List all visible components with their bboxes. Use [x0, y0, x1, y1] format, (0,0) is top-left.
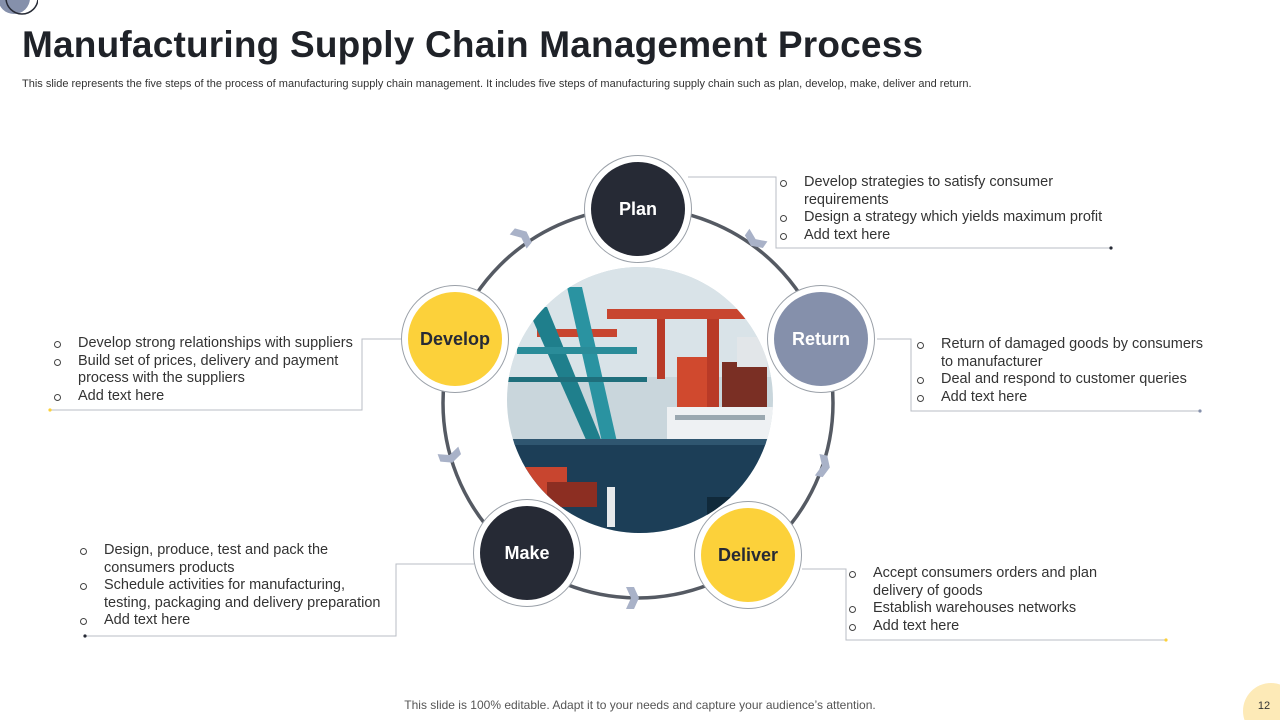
port-crane-image: [507, 267, 773, 533]
list-item: Accept consumers orders and plan deliver…: [847, 565, 1137, 600]
list-item: Add text here: [52, 388, 357, 406]
develop-node[interactable]: Develop: [408, 292, 502, 386]
arrow-plan-to-return-icon: [744, 228, 768, 248]
list-item: Schedule activities for manufacturing, t…: [78, 577, 393, 612]
corner-decoration: [0, 0, 38, 15]
plan-label: Plan: [618, 198, 657, 219]
arrow-develop-to-plan-icon: [509, 228, 532, 249]
list-item: Return of damaged goods by consumers to …: [915, 336, 1215, 371]
page-number: 12: [1257, 700, 1271, 712]
arrow-make-to-develop-icon: [437, 446, 462, 463]
make-connector: [85, 563, 474, 637]
direction-arrows: [437, 228, 830, 609]
return-details: Return of damaged goods by consumers to …: [915, 336, 1215, 406]
list-item: Deal and respond to customer queries: [915, 371, 1215, 389]
return-node[interactable]: Return: [774, 292, 868, 386]
deliver-details: Accept consumers orders and plan deliver…: [847, 565, 1137, 635]
plan-connector: [688, 176, 1111, 249]
arrow-return-to-deliver-icon: [814, 453, 830, 478]
list-item: Add text here: [915, 389, 1215, 407]
list-item: Design a strategy which yields maximum p…: [778, 209, 1118, 227]
develop-details: Develop strong relationships with suppli…: [52, 335, 357, 405]
develop-label: Develop: [419, 328, 491, 349]
plan-details: Develop strategies to satisfy consumer r…: [778, 174, 1118, 244]
make-label: Make: [504, 542, 550, 563]
list-item: Add text here: [847, 618, 1137, 636]
deliver-connector: [802, 568, 1166, 641]
return-label: Return: [792, 328, 850, 349]
list-item: Build set of prices, delivery and paymen…: [52, 353, 357, 388]
page-subtitle: This slide represents the five steps of …: [22, 78, 972, 90]
arrow-deliver-to-make-icon: [626, 587, 639, 609]
list-item: Add text here: [78, 612, 393, 630]
deliver-label: Deliver: [717, 544, 779, 565]
footer-note: This slide is 100% editable. Adapt it to…: [404, 698, 876, 712]
list-item: Establish warehouses networks: [847, 600, 1137, 618]
page-title: Manufacturing Supply Chain Management Pr…: [22, 24, 924, 65]
deliver-node[interactable]: Deliver: [701, 508, 795, 602]
return-connector: [877, 338, 1200, 412]
make-node[interactable]: Make: [480, 506, 574, 600]
connector-ends: [48, 246, 1202, 642]
plan-node[interactable]: Plan: [591, 162, 685, 256]
develop-connector: [50, 338, 405, 411]
make-details: Design, produce, test and pack the consu…: [78, 542, 393, 630]
connector-lines: [50, 176, 1200, 641]
list-item: Develop strategies to satisfy consumer r…: [778, 174, 1118, 209]
list-item: Design, produce, test and pack the consu…: [78, 542, 393, 577]
list-item: Add text here: [778, 227, 1118, 245]
list-item: Develop strong relationships with suppli…: [52, 335, 357, 353]
